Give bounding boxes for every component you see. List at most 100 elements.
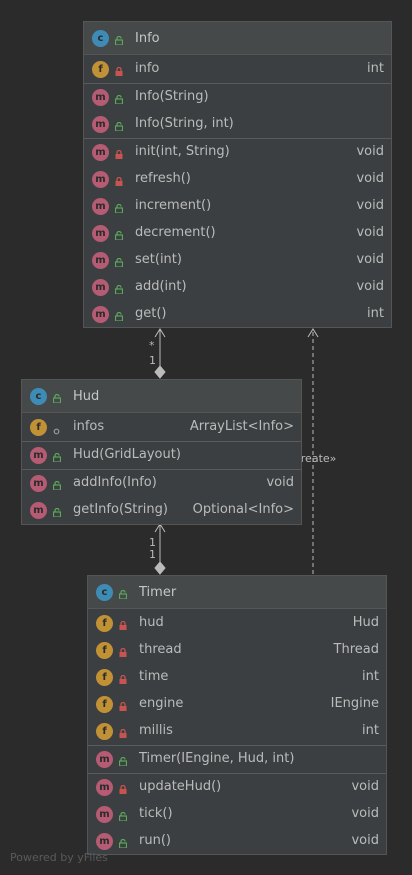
field-icon: f [30,419,47,436]
private-lock-icon [115,148,123,163]
public-unlock-icon [114,229,124,244]
section-divider [88,745,386,746]
class-header[interactable]: c Timer [88,576,386,609]
class-header[interactable]: c Info [84,22,391,55]
edge-hud-info-target-label: * [149,339,155,352]
field-name: infos [73,419,105,434]
edge-timer-hud-diamond [154,561,166,575]
return-type: void [356,198,384,213]
field-name: time [139,669,169,684]
public-unlock-icon [118,588,128,603]
field-type: IEngine [330,696,379,711]
section-divider [22,469,301,470]
edge-timer-info-arrowhead [307,328,319,338]
return-type: void [356,225,384,240]
member-name: run() [139,833,171,848]
member-name: updateHud() [139,779,222,794]
private-lock-icon [115,175,123,190]
field-type: Hud [352,615,379,630]
method-icon: m [92,89,109,106]
method-icon: m [30,447,47,464]
return-type: void [356,171,384,186]
member-name: Timer(IEngine, Hud, int) [139,751,295,766]
field-name: millis [139,723,173,738]
edge-timer-hud-source-label: 1 [149,548,156,561]
member-name: increment() [135,198,212,213]
member-name: get() [135,306,167,321]
public-unlock-icon [114,34,124,49]
public-unlock-icon [118,810,128,825]
return-type: void [356,252,384,267]
class-header[interactable]: c Hud [22,380,301,413]
section-divider [84,83,391,84]
private-lock-icon [119,700,127,715]
member-name: tick() [139,806,173,821]
member-name: Info(String, int) [135,116,234,131]
class-icon: c [92,30,109,47]
member-name: init(int, String) [135,144,230,159]
method-icon: m [92,171,109,188]
return-type: int [367,306,384,321]
class-name: Info [135,31,160,46]
field-type: int [362,669,379,684]
return-type: void [356,144,384,159]
public-unlock-icon [52,392,62,407]
method-row[interactable]: m get() int [84,301,391,328]
return-type: void [351,779,379,794]
field-icon: f [96,642,113,659]
class-icon: c [96,584,113,601]
field-type: int [367,61,384,76]
method-icon: m [30,502,47,519]
public-unlock-icon [114,202,124,217]
class-icon: c [30,388,47,405]
member-name: addInfo(Info) [73,475,157,490]
section-divider [22,441,301,442]
public-unlock-icon [118,755,128,770]
edge-hud-info-source-label: 1 [149,354,156,367]
method-row[interactable]: m Info(String) [84,84,391,111]
method-icon: m [92,306,109,323]
member-name: Info(String) [135,89,209,104]
method-icon: m [92,279,109,296]
field-name: thread [139,642,182,657]
method-row[interactable]: m refresh() void [84,166,391,193]
field-icon: f [96,723,113,740]
method-icon: m [96,779,113,796]
member-name: refresh() [135,171,191,186]
public-unlock-icon [114,283,124,298]
field-type: ArrayList<Info> [189,419,294,434]
field-row[interactable]: f infos ArrayList<Info> [22,414,301,441]
field-name: engine [139,696,184,711]
edge-hud-info-diamond [154,365,166,379]
member-name: add(int) [135,279,187,294]
class-name: Timer [139,585,177,600]
section-divider [88,773,386,774]
class-name: Hud [73,389,100,404]
method-row[interactable]: m updateHud() void [88,774,386,801]
private-lock-icon [119,673,127,688]
method-icon: m [96,806,113,823]
member-name: getInfo(String) [73,502,168,517]
